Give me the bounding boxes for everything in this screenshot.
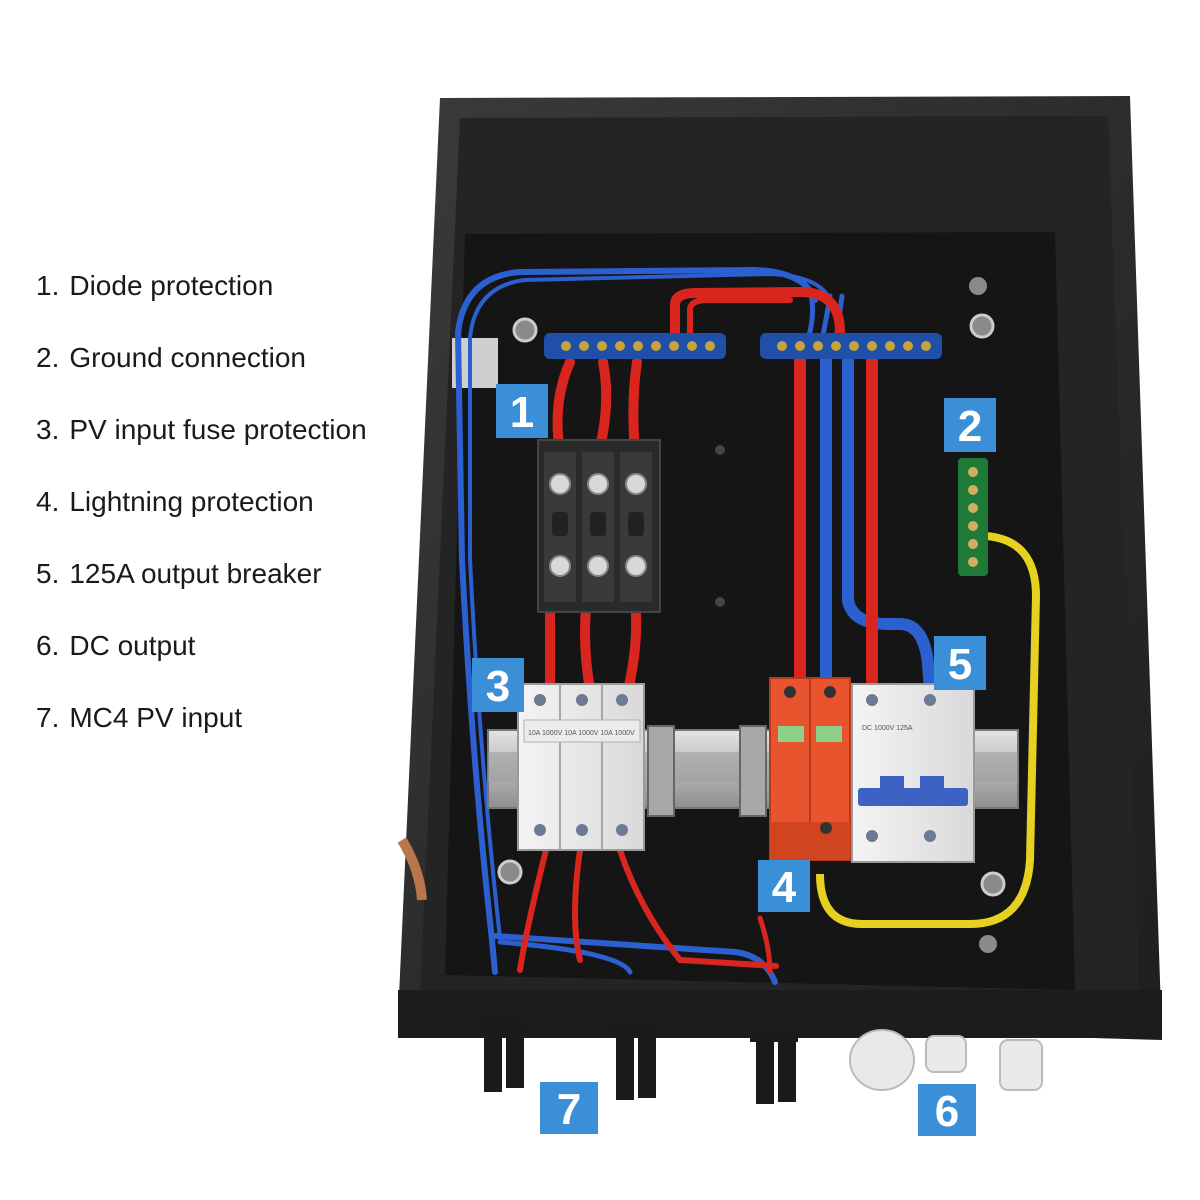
legend-label: Ground connection [69, 342, 306, 373]
terminal-bar-positive [544, 333, 726, 359]
svg-text:5: 5 [948, 640, 972, 689]
legend-item-dc-output: 6. DC output [36, 624, 367, 696]
legend-label: DC output [69, 630, 196, 661]
badge-ground: 2 [944, 398, 996, 452]
screw [512, 317, 538, 343]
svg-text:3: 3 [486, 662, 510, 711]
legend-label: MC4 PV input [69, 702, 243, 733]
diode-modules [537, 439, 661, 613]
legend-item-mc4-input: 7. MC4 PV input [36, 696, 367, 768]
badge-dc-output: 6 [918, 1084, 976, 1136]
badge-diode: 1 [496, 384, 548, 438]
legend-label: Lightning protection [69, 486, 314, 517]
surge-protector [769, 677, 851, 861]
screw [969, 277, 987, 295]
badge-mc4-input: 7 [540, 1082, 598, 1134]
legend-number: 3. [36, 414, 60, 445]
blue-wires [454, 266, 936, 985]
svg-text:7: 7 [557, 1085, 581, 1134]
terminal-bar-negative [760, 333, 942, 359]
legend-item-breaker: 5. 125A output breaker [36, 552, 367, 624]
mc4-connectors [478, 1018, 798, 1104]
legend-number: 4. [36, 486, 60, 517]
svg-text:10A 1000V 10A 1000V 10A 1000: 10A 1000V 10A 1000V 10A 1000V [528, 730, 635, 737]
screw [979, 935, 997, 953]
screw [980, 871, 1006, 897]
legend-item-fuse: 3. PV input fuse protection [36, 408, 367, 480]
badge-breaker: 5 [934, 636, 986, 690]
number-badges: 1 2 3 4 5 6 7 [472, 384, 996, 1136]
legend-item-lightning: 4. Lightning protection [36, 480, 367, 552]
legend-label: PV input fuse protection [69, 414, 367, 445]
legend-label: 125A output breaker [69, 558, 322, 589]
svg-text:DC 1000V 125A: DC 1000V 125A [862, 725, 913, 732]
legend-number: 2. [36, 342, 60, 373]
rail-end-stops [647, 725, 767, 817]
legend-number: 5. [36, 558, 60, 589]
badge-lightning: 4 [758, 860, 810, 912]
legend-item-diode: 1. Diode protection [36, 264, 367, 336]
legend-number: 6. [36, 630, 60, 661]
fuse-holders: 10A 1000V 10A 1000V 10A 1000V [517, 683, 645, 851]
legend-number: 1. [36, 270, 60, 301]
svg-text:6: 6 [935, 1087, 959, 1136]
hinge-strap [397, 837, 427, 901]
legend-label: Diode protection [69, 270, 274, 301]
red-wires [517, 286, 878, 975]
output-breaker: DC 1000V 125A [851, 683, 975, 863]
screw-hole [715, 597, 725, 607]
earth-wire [816, 532, 1041, 928]
badge-fuse: 3 [472, 658, 524, 712]
legend-list: 1. Diode protection 2. Ground connection 3… [36, 264, 367, 768]
svg-text:1: 1 [510, 388, 534, 437]
mount-screws [497, 277, 1006, 953]
screw [497, 859, 523, 885]
screw-hole [715, 445, 725, 455]
legend-item-ground: 2. Ground connection [36, 336, 367, 408]
legend-number: 7. [36, 702, 60, 733]
svg-text:4: 4 [772, 863, 797, 912]
cable-glands [849, 1029, 1043, 1091]
svg-text:2: 2 [958, 402, 982, 451]
screw [969, 313, 995, 339]
ground-terminal [958, 458, 988, 576]
